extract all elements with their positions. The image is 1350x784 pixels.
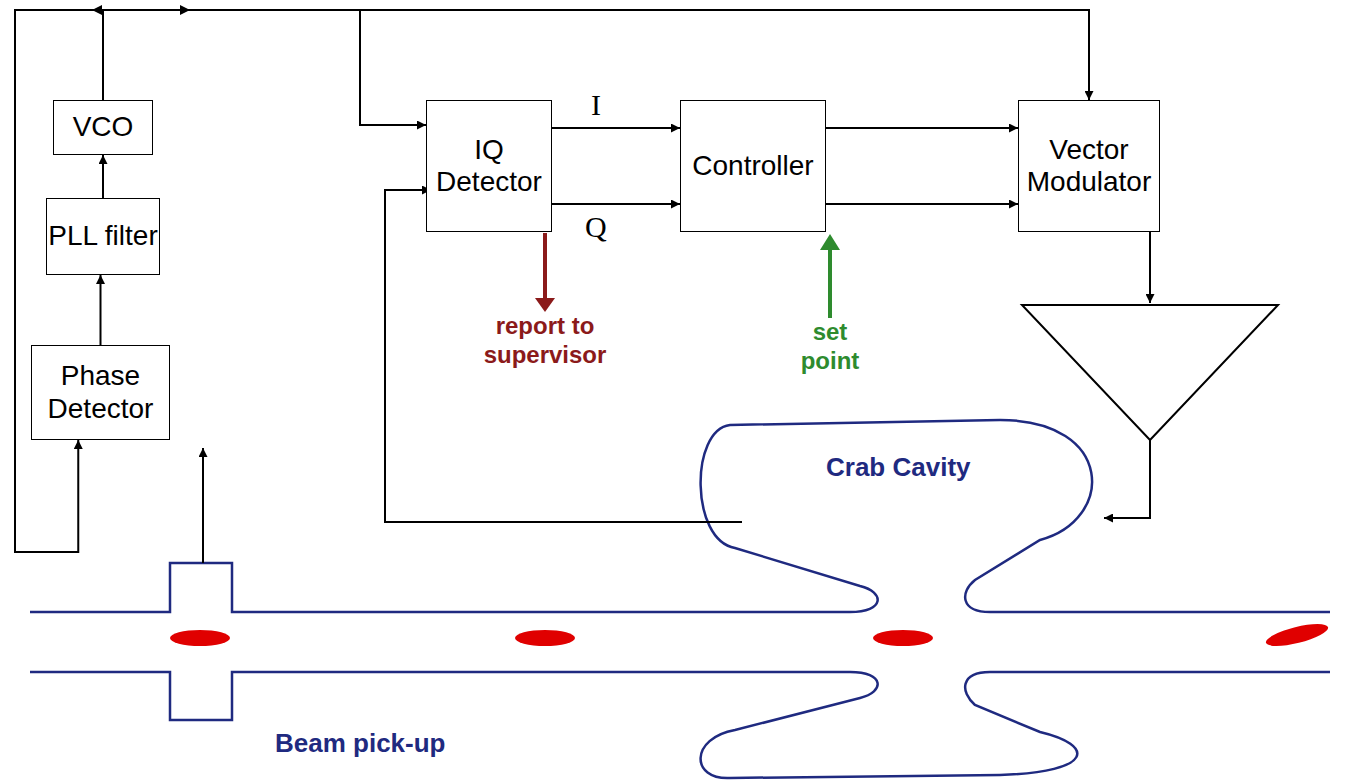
part-name: Crab Cavity <box>826 452 971 483</box>
signal-connector <box>15 10 103 552</box>
signal-connector <box>100 275 102 345</box>
box-label: Controller <box>692 150 813 182</box>
setpoint-note: set point <box>790 318 870 376</box>
amplifier-symbol <box>1022 305 1278 440</box>
setpoint-arrow <box>828 248 832 318</box>
controller-box: Controller <box>680 100 826 232</box>
beam-pipe <box>30 420 1330 778</box>
setpoint-arrowhead <box>820 234 840 250</box>
signal-connector <box>826 203 1018 205</box>
filter-box: PLL filter <box>46 198 160 275</box>
signal-name: Q <box>585 210 607 244</box>
beam-bunch <box>170 619 1330 650</box>
report-arrow <box>543 233 547 300</box>
rf-feed-wire <box>1104 440 1150 518</box>
probe-wire <box>385 190 742 522</box>
vco-box: VCO <box>53 100 153 155</box>
box-label: VCO <box>73 111 134 143</box>
report-arrowhead <box>535 298 555 312</box>
detector-box: IQ Detector <box>426 100 552 232</box>
signal-connector <box>102 155 104 198</box>
box-label: PLL filter <box>48 220 157 252</box>
signal-wire <box>202 448 204 563</box>
signal-connector <box>552 203 680 205</box>
status-note: report to supervisor <box>460 312 630 370</box>
signal-name: I <box>591 88 601 122</box>
detector-box: Phase Detector <box>31 345 170 440</box>
part-name: Beam pick-up <box>275 728 446 759</box>
box-label: Vector Modulator <box>1019 134 1159 198</box>
signal-connector <box>103 10 1089 100</box>
box-label: Phase Detector <box>32 360 169 424</box>
signal-connector <box>552 127 680 129</box>
box-label: IQ Detector <box>427 134 551 198</box>
signal-connector <box>826 127 1018 129</box>
signal-wire <box>1149 232 1151 303</box>
modulator-box: Vector Modulator <box>1018 100 1160 232</box>
